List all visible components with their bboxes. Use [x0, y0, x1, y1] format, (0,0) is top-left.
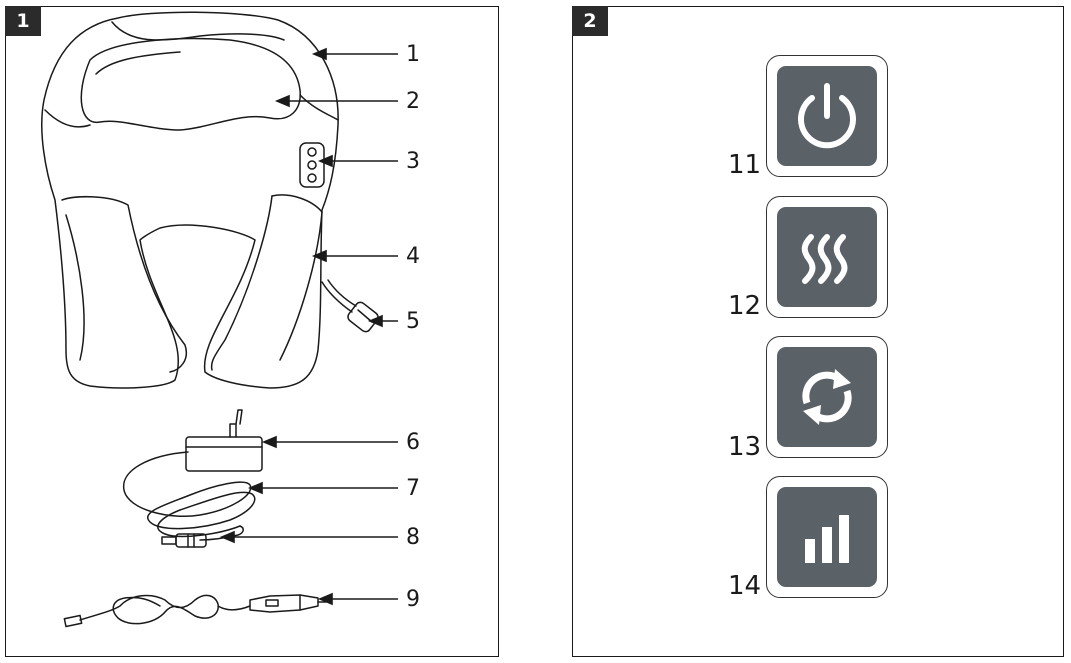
power-adapter: [185, 436, 263, 472]
massager-cable: [321, 281, 353, 313]
panel-badge-1: 1: [5, 6, 41, 36]
control-number: 12: [728, 291, 762, 321]
control-number: 14: [728, 571, 762, 601]
intensity-button-illustration: [766, 476, 888, 598]
callout-label: 1: [406, 42, 420, 67]
callout-label: 8: [406, 525, 420, 550]
heat-icon: [801, 234, 848, 284]
direction-change-icon: [802, 369, 852, 425]
callout-label: 2: [406, 89, 420, 114]
massager-neck-cushion: [80, 37, 301, 131]
callout-label: 7: [406, 476, 420, 501]
intensity-level-icon: [805, 515, 849, 563]
control-number: 13: [728, 432, 762, 462]
callout-label: 9: [406, 587, 420, 612]
figure-panel-2: 2: [572, 6, 1064, 657]
power-button-illustration: [766, 55, 888, 177]
callout-label: 3: [406, 149, 420, 174]
callout-label: 4: [406, 244, 420, 269]
panel-badge-2: 2: [572, 6, 608, 36]
massager-left-strap: [61, 195, 187, 373]
control-number: 11: [728, 150, 762, 180]
direction-button-illustration: [766, 336, 888, 458]
car-plug: [249, 594, 319, 613]
callout-label: 6: [406, 430, 420, 455]
figure-panel-1: 1: [5, 6, 499, 657]
adapter-cord: [123, 451, 256, 538]
callout-label: 5: [406, 309, 420, 334]
callout-arrows: [219, 47, 398, 606]
massager-top-band: [111, 21, 285, 41]
power-icon: [798, 83, 856, 149]
massager-right-strap: [271, 194, 323, 361]
heat-button-illustration: [766, 196, 888, 318]
massager-body-outline: [41, 11, 339, 389]
massager-plug: [347, 301, 379, 333]
car-adapter-cable: [79, 594, 251, 625]
massager-control-panel: [299, 142, 325, 188]
